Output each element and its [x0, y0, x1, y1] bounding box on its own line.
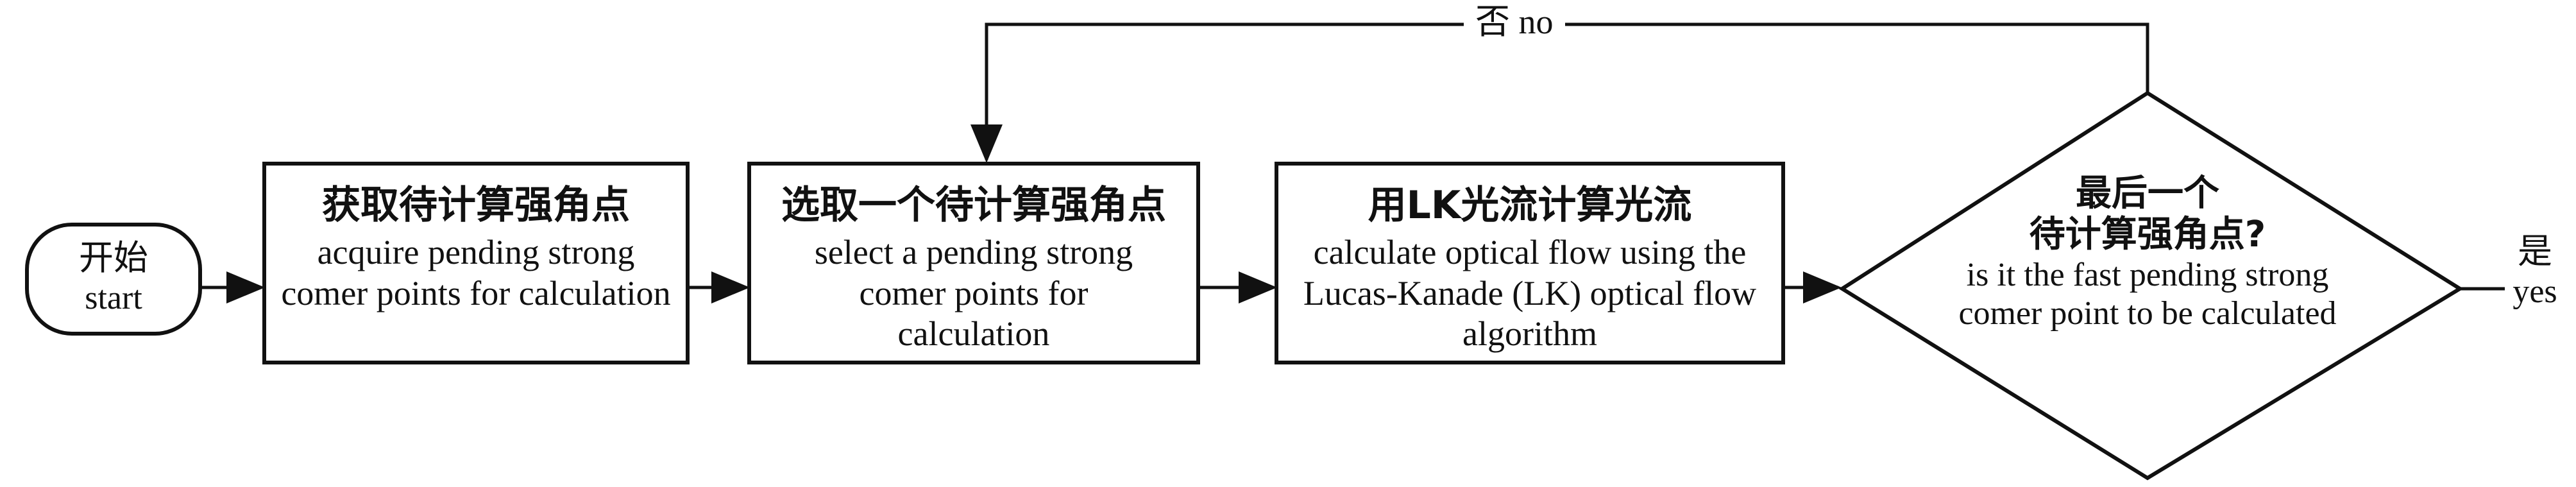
select-label-zh: 选取一个待计算强角点: [781, 183, 1166, 228]
edge-no-en: no: [1518, 3, 1554, 41]
select-node-label: 选取一个待计算强角点 select a pending strong comer…: [781, 183, 1166, 355]
flow-label-en: calculate optical flow using the Lucas-K…: [1303, 232, 1757, 354]
start-label-en: start: [85, 279, 142, 316]
decision-diamond: [1838, 90, 2464, 481]
flow-label-zh: 用LK光流计算光流: [1368, 183, 1692, 228]
select-process-box: [747, 162, 1200, 364]
start-node-label: 开始 start: [27, 237, 200, 318]
acquire-label-en: acquire pending strong comer points for …: [281, 232, 671, 312]
acquire-label-zh: 获取待计算强角点: [322, 183, 630, 228]
edge-no-label: 否 no: [1464, 1, 1565, 43]
edge-yes-en: yes: [2512, 273, 2557, 310]
loop-no-arrow: [970, 22, 2149, 163]
start-terminal-shape: [25, 223, 202, 336]
edge-yes-zh: 是: [2518, 231, 2552, 271]
decision-label-en: is it the fast pending strong comer poin…: [1958, 256, 2337, 332]
acquire-process-box: [262, 162, 690, 364]
decision-label-zh-2: 待计算强角点?: [2029, 214, 2266, 256]
edge-yes-label: 是 yes: [2499, 231, 2571, 311]
select-label-en: select a pending strong comer points for…: [814, 232, 1133, 354]
decision-node-label: 最后一个 待计算强角点? is it the fast pending stro…: [1923, 173, 2372, 332]
edge-no-zh: 否: [1475, 1, 1510, 42]
acquire-node-label: 获取待计算强角点 acquire pending strong comer po…: [271, 183, 681, 314]
decision-label-zh-1: 最后一个: [2076, 173, 2219, 214]
flow-node-label: 用LK光流计算光流 calculate optical flow using t…: [1289, 183, 1770, 355]
flow-process-box: [1275, 162, 1785, 364]
start-label-zh: 开始: [79, 237, 148, 278]
